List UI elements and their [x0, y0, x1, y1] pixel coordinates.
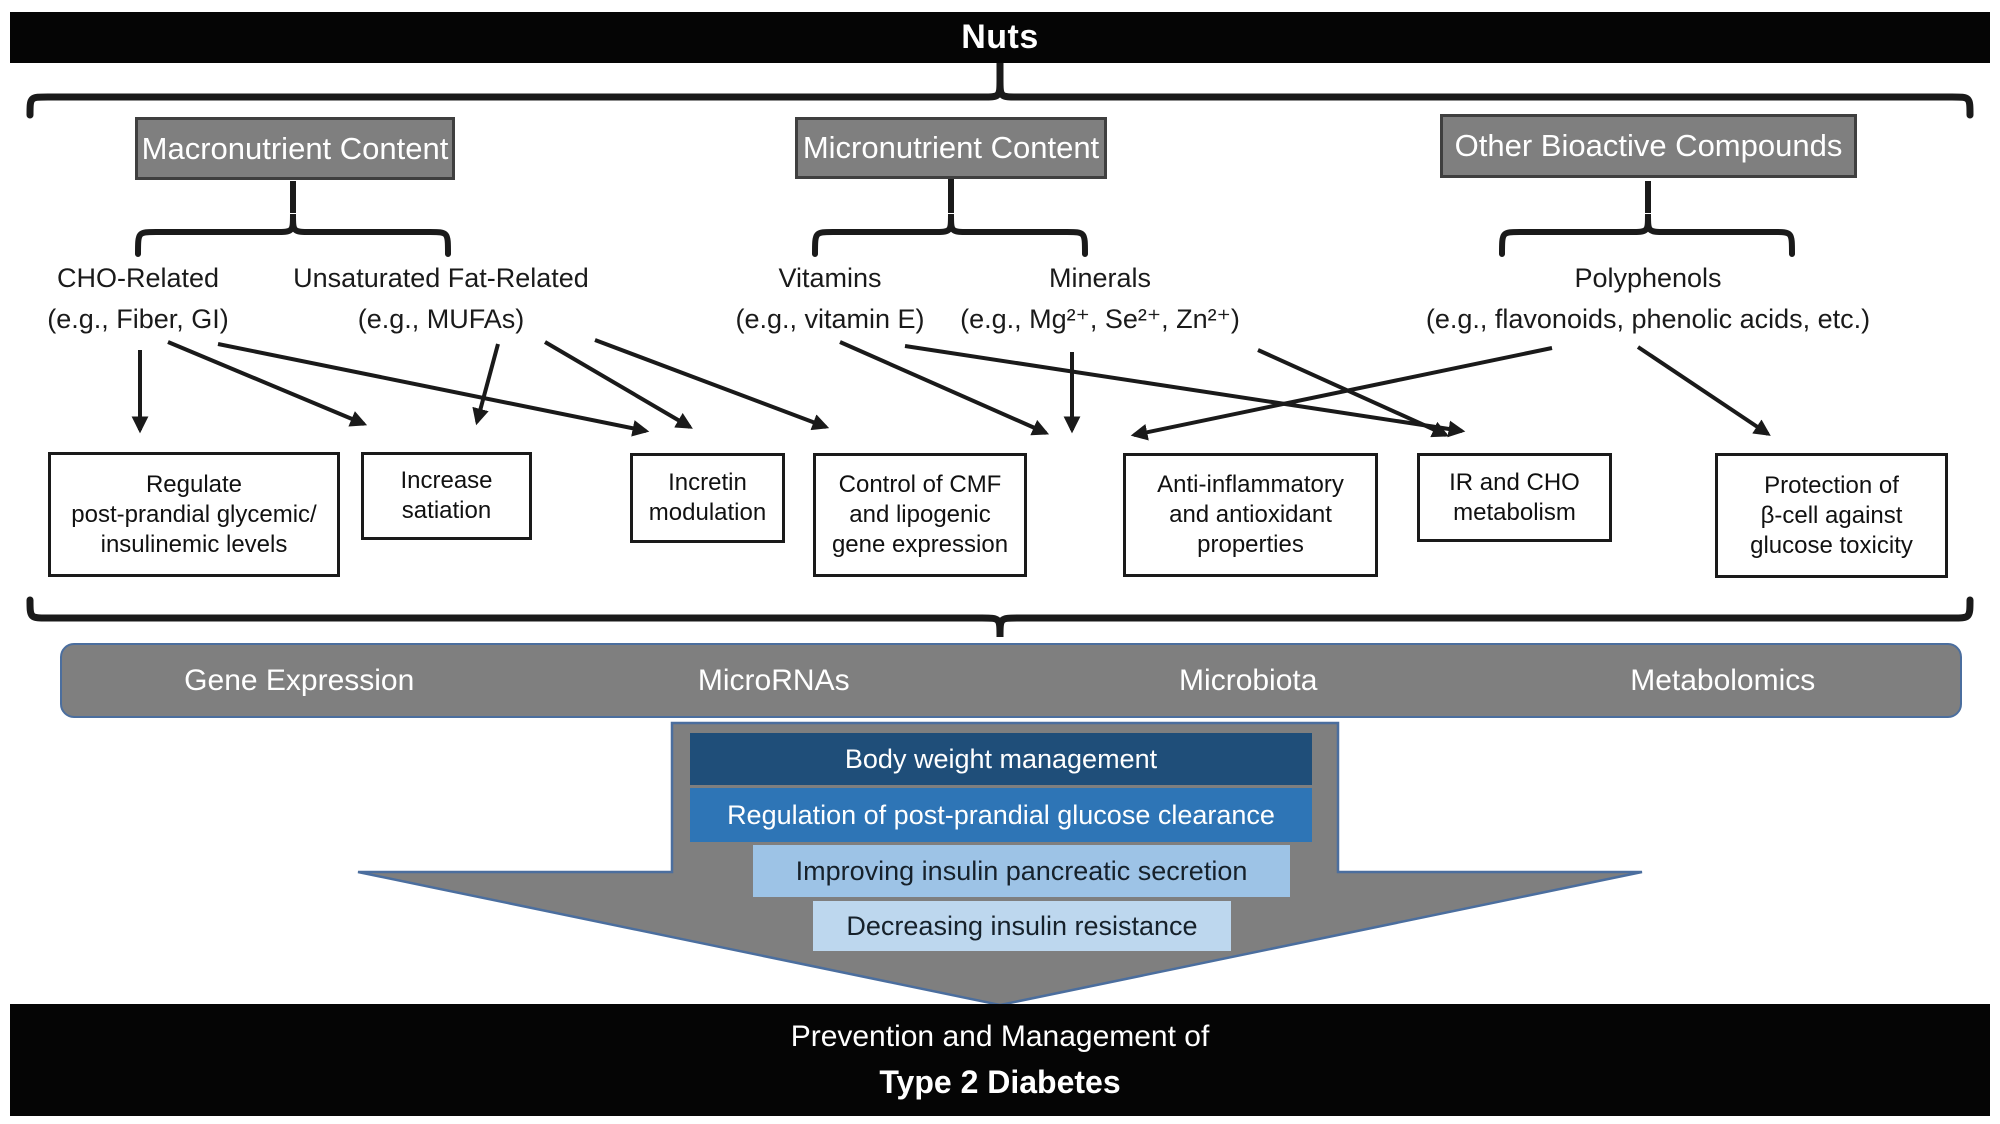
omics-item-microbiota: Microbiota	[1179, 663, 1318, 697]
subcategory-name: Unsaturated Fat-Related	[293, 263, 589, 293]
mechanism-box-antiinflammatory: Anti-inflammatory and antioxidant proper…	[1123, 453, 1378, 577]
mechanism-box-cmf-lipogenic: Control of CMF and lipogenic gene expres…	[813, 453, 1027, 577]
mechanism-text: Regulate post-prandial glycemic/ insulin…	[71, 470, 317, 558]
category-box-macronutrient: Macronutrient Content	[135, 117, 455, 180]
label-vitamins: Vitamins (e.g., vitamin E)	[730, 258, 930, 340]
funnel-text: Improving insulin pancreatic secretion	[795, 855, 1248, 886]
outcome-line1: Prevention and Management of	[790, 1020, 1210, 1053]
funnel-bar-body-weight: Body weight management	[690, 733, 1312, 785]
diagram-title: Nuts	[961, 18, 1039, 56]
subcategory-name: Vitamins	[778, 263, 882, 293]
mechanism-text: IR and CHO metabolism	[1449, 468, 1580, 526]
category-title: Other Bioactive Compounds	[1454, 128, 1843, 163]
subcategory-name: Polyphenols	[1574, 263, 1722, 293]
mechanism-box-betacell-protection: Protection of β-cell against glucose tox…	[1715, 453, 1948, 578]
funnel-bar-insulin-resistance: Decreasing insulin resistance	[813, 901, 1231, 951]
arrow-mufa-to-satiation	[472, 343, 500, 426]
funnel-text: Regulation of post-prandial glucose clea…	[727, 799, 1275, 830]
subcategory-example: (e.g., vitamin E)	[735, 304, 925, 334]
label-polyphenols: Polyphenols (e.g., flavonoids, phenolic …	[1388, 258, 1908, 340]
outcome-line2: Type 2 Diabetes	[879, 1064, 1121, 1100]
micronutrient-brace	[812, 213, 1088, 257]
funnel-text: Decreasing insulin resistance	[846, 910, 1198, 941]
arrow-polyphenols-to-betacell	[1636, 345, 1771, 436]
bottom-brace	[26, 596, 1974, 638]
category-box-micronutrient: Micronutrient Content	[795, 117, 1107, 179]
mechanism-text: Anti-inflammatory and antioxidant proper…	[1157, 471, 1344, 558]
label-minerals: Minerals (e.g., Mg²⁺, Se²⁺, Zn²⁺)	[950, 258, 1250, 340]
omics-item-micrornas: MicroRNAs	[697, 663, 850, 697]
nuts-header-bar: Nuts	[10, 12, 1990, 63]
outcome-bar: Prevention and Management of Type 2 Diab…	[10, 1004, 1990, 1116]
mechanism-text: Increase satiation	[400, 467, 493, 524]
funnel-bar-insulin-secretion: Improving insulin pancreatic secretion	[753, 845, 1290, 897]
arrow-vitamins-to-antiinflammatory	[839, 340, 1050, 436]
subcategory-name: Minerals	[1048, 263, 1152, 293]
mechanism-box-incretin-modulation: Incretin modulation	[630, 453, 785, 543]
label-unsaturated-fat: Unsaturated Fat-Related (e.g., MUFAs)	[281, 258, 601, 340]
category-box-bioactive: Other Bioactive Compounds	[1440, 114, 1857, 178]
subcategory-example: (e.g., flavonoids, phenolic acids, etc.)	[1425, 304, 1871, 334]
mechanism-box-regulate-glycemic: Regulate post-prandial glycemic/ insulin…	[48, 452, 340, 577]
arrow-mufa-to-incretin	[543, 340, 693, 429]
subcategory-example: (e.g., Fiber, GI)	[47, 304, 229, 334]
arrow-cho-to-satiation	[167, 340, 368, 427]
funnel-text: Body weight management	[844, 743, 1158, 774]
omics-item-metabolomics: Metabolomics	[1630, 663, 1816, 697]
macronutrient-brace	[135, 213, 451, 257]
top-brace	[26, 78, 1974, 119]
mechanism-text: Incretin modulation	[648, 469, 767, 526]
subcategory-example: (e.g., Mg²⁺, Se²⁺, Zn²⁺)	[960, 304, 1240, 334]
arrow-minerals-to-ir-cho	[1257, 348, 1450, 438]
subcategory-name: CHO-Related	[56, 263, 220, 293]
arrow-cho-to-incretin	[217, 342, 650, 437]
arrow-mufa-to-gene-expression	[594, 338, 830, 431]
mechanism-text: Control of CMF and lipogenic gene expres…	[831, 471, 1009, 558]
omics-item-gene-expression: Gene Expression	[184, 663, 415, 697]
arrow-vitamins-to-ir-cho	[904, 344, 1466, 438]
funnel-bar-glucose-clearance: Regulation of post-prandial glucose clea…	[690, 788, 1312, 842]
omics-bar: Gene Expression MicroRNAs Microbiota Met…	[60, 643, 1962, 718]
label-cho-related: CHO-Related (e.g., Fiber, GI)	[18, 258, 258, 340]
bioactive-brace	[1499, 213, 1795, 257]
category-title: Micronutrient Content	[802, 130, 1100, 165]
mechanism-text: Protection of β-cell against glucose tox…	[1750, 471, 1913, 559]
mechanism-box-increase-satiation: Increase satiation	[361, 452, 532, 540]
category-title: Macronutrient Content	[141, 130, 449, 166]
arrow-polyphenols-to-antiinflammatory	[1130, 346, 1553, 441]
mechanism-box-ir-cho-metabolism: IR and CHO metabolism	[1417, 453, 1612, 542]
subcategory-example: (e.g., MUFAs)	[357, 304, 525, 334]
